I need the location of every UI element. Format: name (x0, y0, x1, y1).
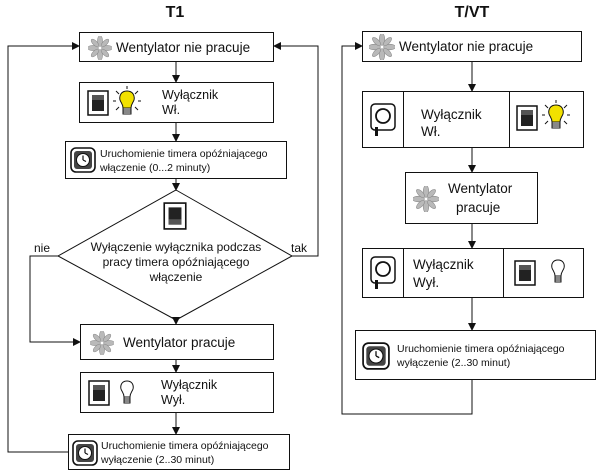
t1-fan-off-box: Wentylator nie pracuje (79, 32, 274, 62)
tvt-fan-on-line1: Wentylator (448, 181, 513, 196)
tvt-switch-off-box: Wyłącznik Wył. (362, 248, 584, 298)
lightbulb-on-icon (113, 86, 141, 115)
t1-fan-off-label: Wentylator nie pracuje (116, 40, 251, 55)
lightbulb-off-icon (551, 259, 565, 283)
tvt-switch-off-line2: Wył. (413, 275, 440, 290)
tvt-fan-off-label: Wentylator nie pracuje (399, 39, 534, 54)
t1-condition-text: Wyłączenie wyłącznika podczas pracy time… (78, 240, 274, 285)
t1-no-label: nie (34, 241, 51, 255)
t1-switch-off-box: Wyłącznik Wył. (80, 372, 274, 413)
timer-icon (72, 440, 98, 466)
tvt-fan-on-box: Wentylator pracuje (405, 172, 538, 224)
t1-condition-line1: Wyłączenie wyłącznika podczas (90, 240, 262, 254)
tvt-switch-cell (503, 249, 584, 297)
wall-switch-icon (87, 90, 109, 116)
wall-switch-icon (88, 380, 110, 406)
timer-icon (70, 147, 96, 173)
t1-fan-on-box: Wentylator pracuje (80, 324, 274, 360)
tvt-timer-off-box: Uruchomienie timera opóźniającego wyłącz… (355, 330, 596, 380)
t1-timer-off-line1: Uruchomienie timera opóźniającego (101, 440, 269, 452)
t1-condition-line2: pracy timera opóźniającego (102, 255, 250, 269)
t1-switch-on-box: Wyłącznik Wł. (79, 82, 274, 123)
tvt-sensor-cell (363, 92, 404, 147)
wall-switch-icon (516, 105, 538, 131)
fan-icon (413, 186, 439, 212)
tvt-fan-on-line2: pracuje (456, 200, 501, 215)
t1-yes-label: tak (291, 241, 308, 255)
t1-condition-line3: włączenie (149, 270, 203, 284)
fan-icon (369, 34, 395, 60)
tvt-switch-off-line1: Wyłącznik (413, 257, 474, 272)
lightbulb-on-icon (542, 100, 570, 129)
tvt-timer-off-line1: Uruchomienie timera opóźniającego (397, 343, 565, 355)
tvt-switch-on-line2: Wł. (421, 124, 441, 139)
tvt-title: T/VT (454, 4, 490, 21)
t1-timer-off-line2: wyłączenie (2..30 minut) (101, 454, 215, 466)
tvt-switch-on-box: Wyłącznik Wł. (362, 91, 584, 148)
tvt-fan-off-box: Wentylator nie pracuje (362, 31, 582, 62)
wall-switch-icon (514, 260, 536, 286)
sensor-icon (370, 256, 396, 289)
tvt-switch-on-line1: Wyłącznik (421, 107, 482, 122)
fan-icon (88, 36, 112, 60)
t1-timer-on-line1: Uruchomienie timera opóźniającego (100, 148, 268, 160)
sensor-icon (370, 103, 396, 136)
t1-title: T1 (165, 4, 185, 21)
t1-timer-on-line2: włączenie (0...2 minuty) (100, 162, 211, 174)
t1-timer-on-box: Uruchomienie timera opóźniającego włącze… (65, 141, 287, 179)
tvt-sensor-cell (363, 249, 404, 297)
fan-icon (90, 331, 114, 355)
t1-switch-off-line2: Wył. (161, 393, 186, 407)
t1-switch-off-line1: Wyłącznik (161, 378, 218, 392)
t1-switch-on-line1: Wyłącznik (162, 88, 219, 102)
t1-switch-on-line2: Wł. (162, 103, 181, 117)
wall-switch-icon (163, 202, 187, 230)
tvt-switch-cell (509, 92, 584, 147)
t1-timer-off-box: Uruchomienie timera opóźniającego wyłącz… (68, 434, 290, 470)
lightbulb-off-icon (120, 380, 134, 404)
tvt-timer-off-line2: wyłączenie (2..30 minut) (397, 357, 511, 369)
t1-fan-on-label: Wentylator pracuje (123, 335, 236, 350)
timer-icon (362, 342, 390, 370)
